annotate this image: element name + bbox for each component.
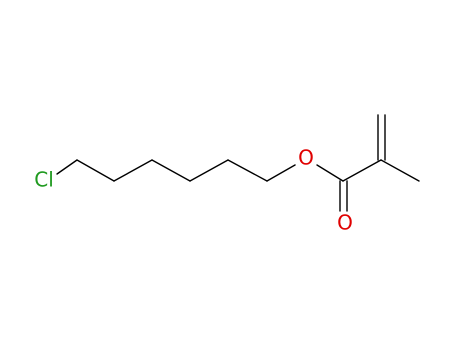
bond-o-carbonyl-carbon (316, 164, 344, 182)
bond-c5-c6 (227, 159, 268, 182)
bond-vinyl-methyl (380, 159, 420, 182)
chlorine-label: Cl (34, 168, 54, 192)
bond-c2-c3 (113, 159, 153, 182)
bond-c4-c5 (189, 159, 229, 182)
bond-c1-c2 (76, 159, 115, 182)
ester-oxygen-label: O (298, 146, 314, 170)
bond-c3-c4 (151, 159, 191, 182)
bond-c6-o (266, 164, 296, 182)
bond-cl-c1 (56, 159, 78, 175)
carbonyl-oxygen-label: O (337, 211, 353, 235)
bond-carbonyl-vinyl-carbon (342, 159, 382, 182)
